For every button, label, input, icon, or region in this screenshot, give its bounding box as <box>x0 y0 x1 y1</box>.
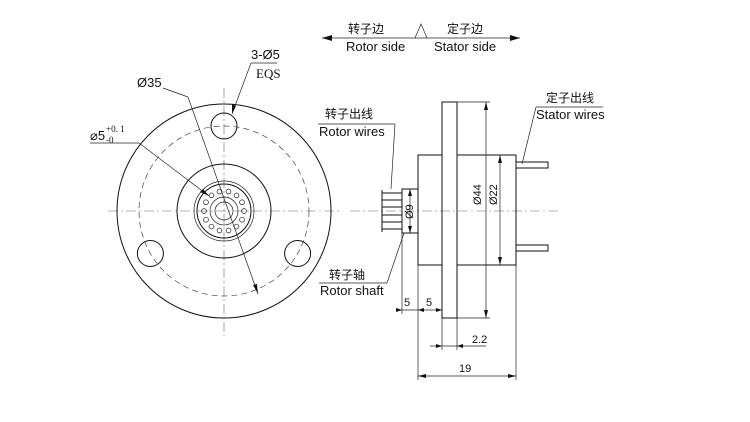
wire-pin <box>208 192 215 199</box>
body-dia-dimension: Ø22 <box>488 155 502 265</box>
rotor-shaft-leader <box>386 232 405 284</box>
rotor-side-en: Rotor side <box>346 39 405 54</box>
flange-offset-label: 5 <box>426 297 432 309</box>
shaft-dia-arrow-top <box>408 189 412 196</box>
rotor-side-zh: 转子边 <box>348 21 384 36</box>
total-len-label: 19 <box>459 363 471 375</box>
stator-wire-top <box>515 161 549 169</box>
rotor-wires-en: Rotor wires <box>319 124 385 139</box>
flange-dia-label: Ø44 <box>472 184 484 205</box>
rotor-shaft-callout: 转子轴 Rotor shaft <box>319 232 405 298</box>
shaft-dia-label: Ø9 <box>404 204 416 219</box>
wire-pin <box>216 227 223 234</box>
shaft-dia-dimension: Ø9 <box>404 189 416 233</box>
rotor-wires-zh: 转子出线 <box>325 106 373 121</box>
arrow-22a <box>436 344 442 348</box>
flange-outline <box>116 103 332 319</box>
stator-side-arrow <box>510 35 520 41</box>
bore-arrow <box>200 189 209 196</box>
wire-pin <box>201 208 207 214</box>
body-dia-arrow-bottom <box>498 257 502 265</box>
arrow-19b <box>508 374 516 378</box>
bore-leader <box>138 142 210 197</box>
bore-dimension: ⌀5 +0. 1 -0 <box>90 124 210 197</box>
wire-pin <box>241 208 247 214</box>
stator-wire-bottom <box>515 244 549 252</box>
wire-pin <box>225 227 232 234</box>
stator-side-en: Stator side <box>434 39 496 54</box>
holes-arrow <box>232 104 236 114</box>
rear-housing <box>456 154 517 266</box>
holes-note: EQS <box>256 66 281 81</box>
flange-dia-arrow-bottom <box>484 310 488 318</box>
bolt-circle-label: Ø35 <box>137 75 162 90</box>
rotor-shaft-zh: 转子轴 <box>329 267 365 282</box>
arrow-5c <box>436 308 442 312</box>
stator-wires <box>515 161 549 252</box>
wire-pin <box>239 199 245 206</box>
shaft-dia-arrow-bottom <box>408 226 412 233</box>
bolt-circle-arrow <box>253 284 258 294</box>
arrow-5b <box>418 308 424 312</box>
wire-pin-ring <box>201 188 247 234</box>
side-view: Ø9 Ø44 Ø22 5 <box>350 101 560 380</box>
body-dia-arrow-top <box>498 155 502 163</box>
wire-pin <box>239 216 245 223</box>
flange-thick-label: 2.2 <box>472 334 487 346</box>
wire-pin <box>225 188 232 195</box>
stator-wires-en: Stator wires <box>536 107 605 122</box>
flange <box>441 101 458 319</box>
length-dimensions: 5 5 2.2 19 <box>396 233 517 380</box>
stator-side-zh: 定子边 <box>447 21 483 36</box>
holes-dimension: 3-Ø5 EQS <box>231 47 281 115</box>
flange-dia-dimension: Ø44 <box>457 101 490 319</box>
front-view: Ø35 3-Ø5 EQS ⌀5 +0. 1 -0 <box>90 47 340 336</box>
bolt-circle-diameter-line <box>187 96 259 295</box>
holes-leader <box>231 62 252 115</box>
bolt-circle <box>138 125 310 297</box>
bore-tol-lower: -0 <box>106 135 114 145</box>
wire-pin <box>233 192 240 199</box>
wire-pin <box>208 223 215 230</box>
rotor-side-arrow <box>322 35 332 41</box>
bore <box>209 196 239 226</box>
arrow-5a <box>396 308 402 312</box>
side-indicator: 转子边 Rotor side 定子边 Stator side <box>322 21 520 54</box>
shaft-ring <box>196 183 252 239</box>
rotor-wire-pins <box>381 190 402 232</box>
mounting-hole-top <box>210 112 238 140</box>
holes-label: 3-Ø5 <box>251 47 280 62</box>
body-ring <box>176 163 272 259</box>
mounting-hole-right <box>284 240 312 267</box>
wire-pin <box>203 199 209 206</box>
shaft-ring-outer <box>193 180 255 242</box>
side-divider <box>414 23 428 39</box>
stator-wires-leader <box>521 106 537 165</box>
bolt-circle-dimension: Ø35 <box>137 75 259 295</box>
mounting-hole-left <box>136 240 164 267</box>
bore-tol-upper: +0. 1 <box>106 124 125 134</box>
rotor-wires-callout: 转子出线 Rotor wires <box>318 106 396 190</box>
bore-inner <box>214 201 234 221</box>
rotor-wires-leader <box>390 123 396 190</box>
arrow-19a <box>418 374 426 378</box>
flange-dia-arrow-top <box>484 102 488 110</box>
bore-label: ⌀5 <box>90 128 105 143</box>
shaft-len-label: 5 <box>404 297 410 309</box>
bolt-circle-leader <box>162 87 189 98</box>
stator-wires-zh: 定子出线 <box>546 90 594 105</box>
body-dia-label: Ø22 <box>488 184 500 205</box>
rotor-shaft-en: Rotor shaft <box>320 283 384 298</box>
arrow-22b <box>457 344 463 348</box>
wire-pin <box>203 216 209 223</box>
front-housing <box>417 154 443 266</box>
stator-wires-callout: 定子出线 Stator wires <box>521 90 605 165</box>
